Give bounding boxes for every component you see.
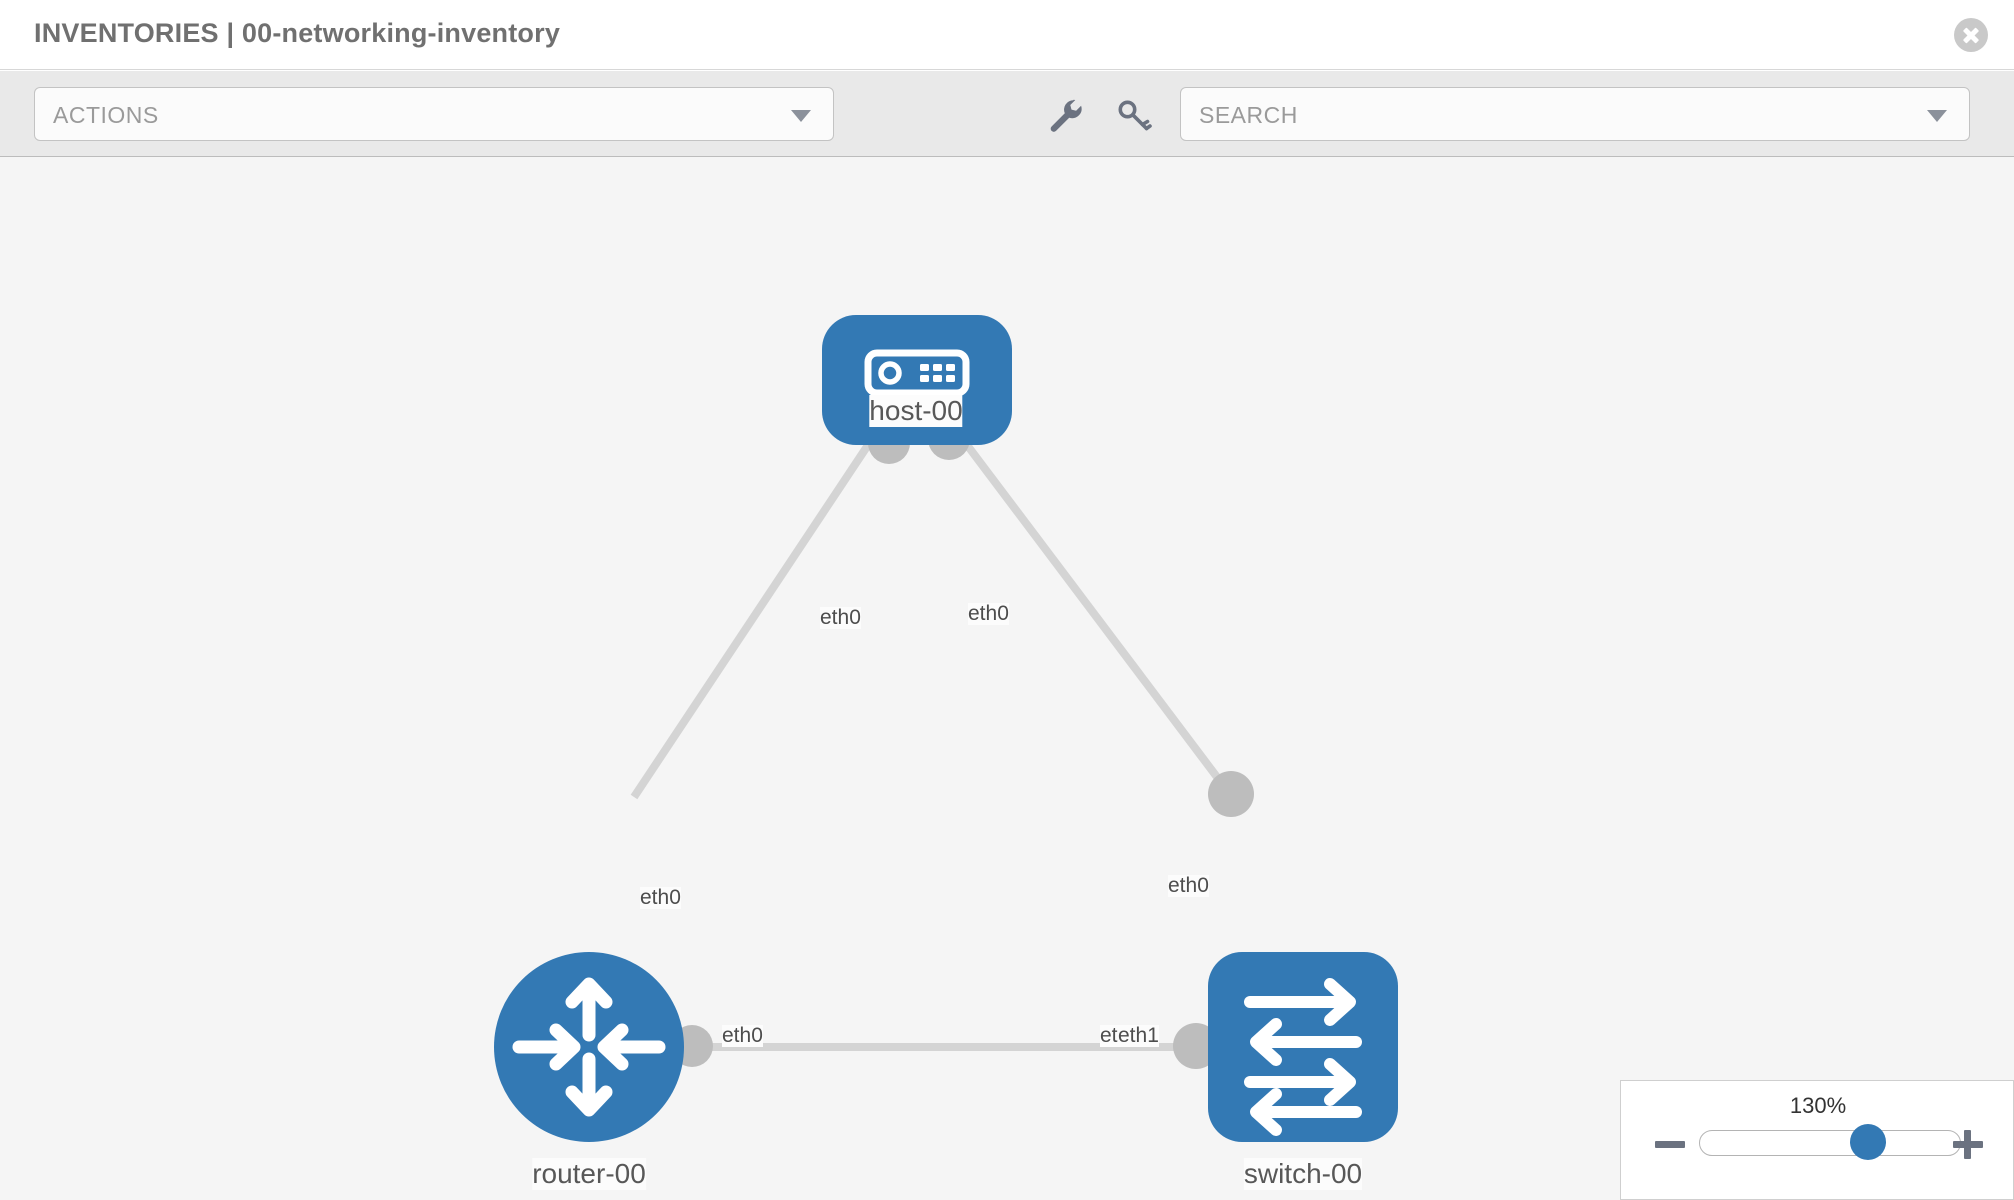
node-router-00 [494, 952, 684, 1142]
actions-dropdown-label: ACTIONS [53, 102, 159, 128]
zoom-slider-thumb[interactable] [1850, 1124, 1886, 1160]
node-label-switch-00: switch-00 [1243, 1158, 1363, 1190]
zoom-out-button[interactable] [1653, 1127, 1687, 1161]
node-switch-00 [1208, 952, 1398, 1142]
node-label-router-00: router-00 [532, 1158, 646, 1190]
iface-label-switch00-eth1: eth1 [1118, 1024, 1159, 1048]
iface-label-host00-left: eth0 [820, 606, 861, 630]
minus-icon [1655, 1141, 1685, 1148]
wrench-icon[interactable] [1047, 97, 1085, 135]
close-icon[interactable] [1954, 18, 1988, 52]
key-icon[interactable] [1115, 97, 1153, 135]
search-input[interactable]: SEARCH [1180, 87, 1970, 141]
actions-dropdown[interactable]: ACTIONS [34, 87, 834, 141]
chevron-down-icon[interactable] [1927, 110, 1947, 122]
topology-links [630, 422, 1236, 1051]
plus-icon-vertical [1964, 1130, 1971, 1159]
page-title: INVENTORIES | 00-networking-inventory [34, 18, 561, 48]
iface-switch00-eth0 [1208, 771, 1254, 817]
link-host00-router00 [630, 424, 884, 800]
chevron-down-icon [791, 110, 811, 122]
iface-label-host00-right: eth0 [968, 602, 1009, 626]
iface-switch00-eth1 [1173, 1023, 1219, 1069]
topology-graph [494, 315, 1398, 1142]
zoom-in-button[interactable] [1951, 1127, 1985, 1161]
zoom-control-panel: 130% [1620, 1080, 2014, 1200]
iface-label-switch00-uplink: eth0 [1168, 874, 1209, 898]
iface-label-router00-eth0: eth0 [722, 1024, 763, 1048]
toolbar: ACTIONS SEARCH [0, 71, 2014, 157]
iface-label-router00-uplink: eth0 [640, 886, 681, 910]
search-input-value: SEARCH [1199, 102, 1298, 128]
topology-canvas[interactable]: host-00 router-00 switch-00 eth0 eth0 et… [0, 157, 2014, 1200]
zoom-percent-label: 130% [1789, 1093, 1847, 1118]
node-label-host-00: host-00 [869, 395, 963, 427]
link-host00-switch00 [948, 422, 1236, 800]
zoom-slider[interactable] [1699, 1130, 1961, 1156]
topology-interfaces [671, 418, 1254, 1069]
page-header: INVENTORIES | 00-networking-inventory [0, 0, 2014, 70]
